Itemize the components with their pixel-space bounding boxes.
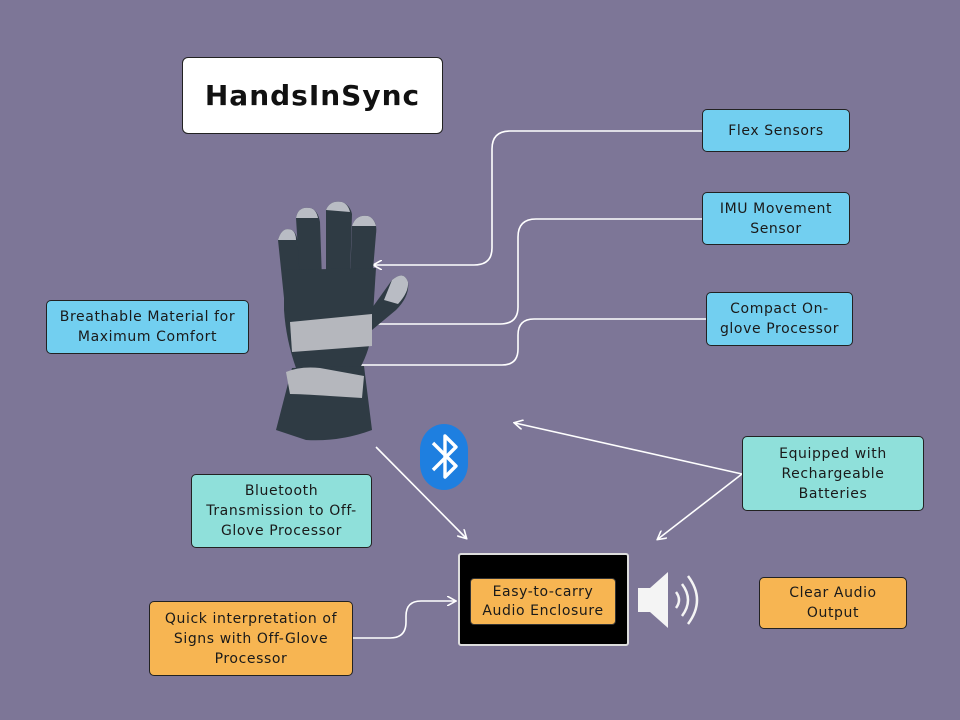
rechargeable-batteries-label: Equipped with Rechargeable Batteries xyxy=(742,436,924,511)
flex-sensors-connector xyxy=(374,130,702,265)
glove-to-enclosure-arrow xyxy=(375,446,466,538)
audio-enclosure-label: Easy-to-carry Audio Enclosure xyxy=(470,578,616,625)
bluetooth-transmission-label: Bluetooth Transmission to Off-Glove Proc… xyxy=(191,474,372,548)
quick-connector xyxy=(353,601,455,639)
app-title: HandsInSync xyxy=(182,57,443,134)
imu-sensor-label: IMU Movement Sensor xyxy=(702,192,850,245)
battery-to-glove-arrow xyxy=(515,423,743,475)
imu-connector xyxy=(334,218,702,324)
on-glove-processor-label: Compact On-glove Processor xyxy=(706,292,853,346)
breathable-material-label: Breathable Material for Maximum Comfort xyxy=(46,300,249,354)
quick-interpretation-label: Quick interpretation of Signs with Off-G… xyxy=(149,601,353,676)
clear-audio-output-label: Clear Audio Output xyxy=(759,577,907,629)
processor-connector xyxy=(334,318,706,365)
battery-to-enclosure-arrow xyxy=(658,473,743,539)
flex-sensors-label: Flex Sensors xyxy=(702,109,850,152)
